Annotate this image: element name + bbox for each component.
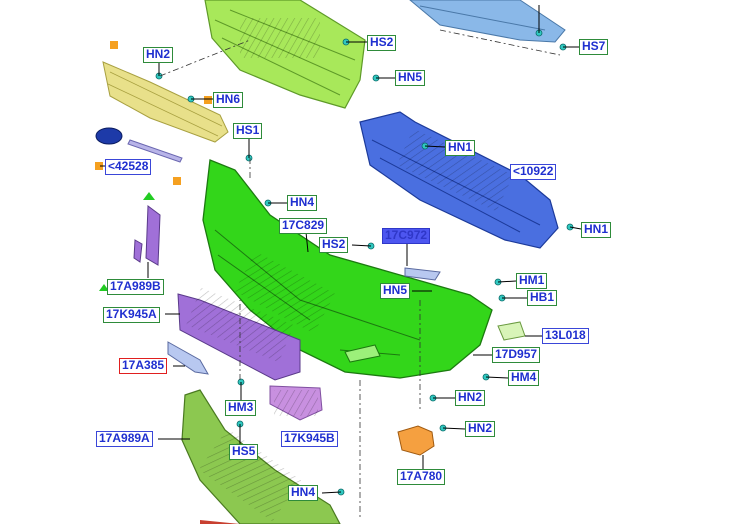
callout-hm3[interactable]: HM3: [225, 400, 257, 416]
callout-hn2-b[interactable]: HN2: [455, 390, 486, 406]
ford-badge-icon: [95, 127, 123, 145]
cover-13l018-part: [497, 321, 526, 341]
leader-lines: [100, 5, 582, 494]
callout-hs1[interactable]: HS1: [233, 123, 263, 139]
callout-hn4-b[interactable]: HN4: [288, 485, 319, 501]
callout-17k945b[interactable]: 17K945B: [281, 431, 338, 447]
callout-hn4-a[interactable]: HN4: [287, 195, 318, 211]
assembly-lines: [159, 29, 561, 520]
callout-17d957[interactable]: 17D957: [492, 347, 541, 363]
callout-17c829[interactable]: 17C829: [279, 218, 328, 234]
callout-hn2-c[interactable]: HN2: [465, 421, 496, 437]
callout-hn2-top[interactable]: HN2: [143, 47, 174, 63]
fog-lamp-part: [397, 425, 435, 456]
upper-bracket-part: [409, 0, 566, 43]
callout-hs2[interactable]: HS2: [367, 35, 397, 51]
marker-icon: [173, 177, 181, 185]
callout-hn5-b[interactable]: HN5: [380, 283, 411, 299]
bumper-reinforcement-part: [359, 111, 559, 249]
callout-17c972[interactable]: 17C972: [382, 228, 431, 244]
callout-hs2-b[interactable]: HS2: [319, 237, 349, 253]
callout-17a385[interactable]: 17A385: [119, 358, 168, 374]
callout-17a989a[interactable]: 17A989A: [96, 431, 153, 447]
lower-panel-part: [177, 287, 301, 381]
callout-hn6[interactable]: HN6: [213, 92, 244, 108]
bracket-left-small-part: [133, 239, 143, 263]
callout-13l018[interactable]: 13L018: [542, 328, 589, 344]
marker-icon: [95, 162, 103, 170]
callout-hn5[interactable]: HN5: [395, 70, 426, 86]
grille-trim-part: [102, 61, 229, 143]
callout-17k945a[interactable]: 17K945A: [103, 307, 160, 323]
callout-ref-42528[interactable]: <42528: [105, 159, 152, 175]
callout-17a989b[interactable]: 17A989B: [107, 279, 164, 295]
trim-strip-part: [127, 139, 183, 163]
callout-hs5[interactable]: HS5: [229, 444, 259, 460]
bracket-17c972-part: [404, 267, 441, 281]
callout-17a780[interactable]: 17A780: [397, 469, 446, 485]
bracket-left-part: [145, 205, 161, 266]
callout-ref-10922[interactable]: <10922: [510, 164, 557, 180]
callout-hb1[interactable]: HB1: [527, 290, 558, 306]
callout-hn1-a[interactable]: HN1: [445, 140, 476, 156]
callout-hn1-b[interactable]: HN1: [581, 222, 612, 238]
triangle-marker-icon: [143, 192, 155, 200]
lower-part-red: [200, 520, 240, 524]
marker-icon: [110, 41, 118, 49]
callout-hm1[interactable]: HM1: [516, 273, 548, 289]
bracket-part: [167, 341, 209, 375]
upper-grille-part: [204, 0, 366, 109]
callout-hm4[interactable]: HM4: [508, 370, 540, 386]
triangle-marker-icon: [99, 284, 109, 291]
marker-icon: [204, 96, 212, 104]
callout-hs7[interactable]: HS7: [579, 39, 609, 55]
